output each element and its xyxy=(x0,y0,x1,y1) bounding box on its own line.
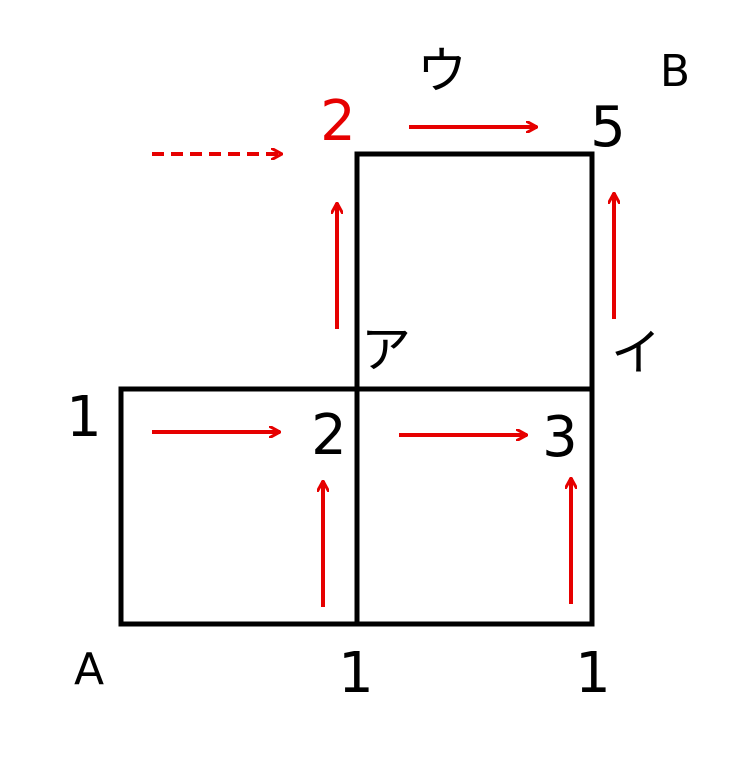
count-middle-left: 2 xyxy=(311,403,347,468)
vertex-label-b: B xyxy=(660,46,690,97)
grid-lines xyxy=(118,151,595,627)
vertex-label-i-katakana: イ xyxy=(611,324,661,382)
count-top-red: 2 xyxy=(320,89,356,154)
count-bottom-middle: 1 xyxy=(338,641,374,706)
count-bottom-right: 1 xyxy=(575,641,611,706)
count-top-left: 1 xyxy=(66,385,102,450)
vertex-label-a: A xyxy=(74,644,104,695)
count-top-right: 5 xyxy=(590,95,626,160)
vertex-label-a-katakana: ア xyxy=(361,321,411,379)
vertex-label-u-katakana: ウ xyxy=(417,42,467,100)
red-arrows xyxy=(152,127,614,607)
count-middle-right: 3 xyxy=(542,405,578,470)
